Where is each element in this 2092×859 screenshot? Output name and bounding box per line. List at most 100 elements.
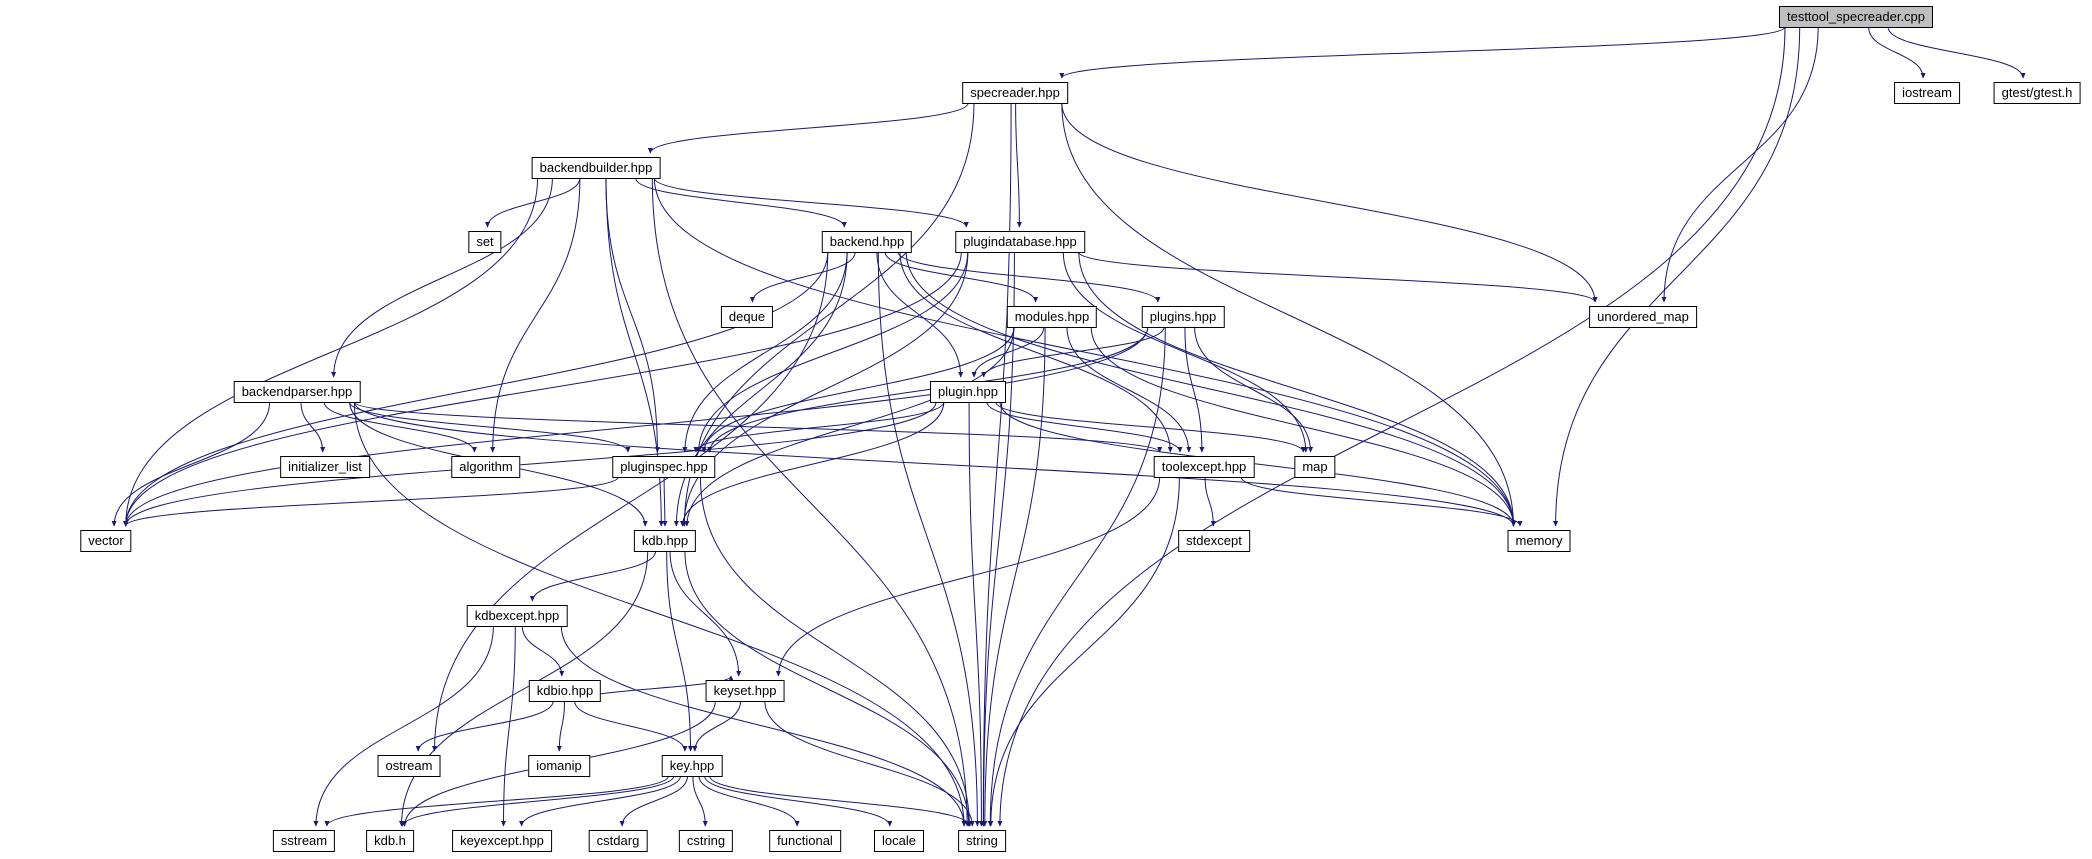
graph-node-cstring: cstring <box>678 830 734 852</box>
edge-plugin_hpp-to-string <box>968 401 984 827</box>
edge-plugin_hpp-to-kdb_hpp <box>679 401 945 527</box>
graph-node-iomanip: iomanip <box>528 755 590 777</box>
edge-plugins_hpp-to-pluginspec_hpp <box>707 326 1149 453</box>
graph-node-algorithm: algorithm <box>451 456 521 478</box>
graph-node-deque: deque <box>720 306 774 328</box>
graph-node-kdbio_hpp[interactable]: kdbio.hpp <box>528 680 602 702</box>
edge-backendbuilder_hpp-to-plugindatabase_hpp <box>653 177 969 228</box>
edge-key_hpp-to-keyexcept_hpp <box>519 775 681 827</box>
edge-plugins_hpp-to-string <box>987 326 1166 827</box>
graph-node-backend_hpp[interactable]: backend.hpp <box>821 231 913 253</box>
edge-testtool_specreader_cpp-to-gtest_gtest_h <box>1887 26 2026 79</box>
edge-plugin_hpp-to-vector <box>123 401 937 527</box>
edge-modules_hpp-to-plugin_hpp <box>971 326 1045 378</box>
edge-testtool_specreader_cpp-to-string <box>997 26 1786 827</box>
edge-specreader_hpp-to-string <box>980 102 1012 827</box>
graph-node-string: string <box>958 830 1006 852</box>
graph-node-specreader_hpp[interactable]: specreader.hpp <box>962 82 1068 104</box>
edge-specreader_hpp-to-plugindatabase_hpp <box>1015 102 1022 228</box>
edge-backendparser_hpp-to-algorithm <box>323 401 477 453</box>
edge-plugindatabase_hpp-to-memory <box>1078 251 1517 527</box>
graph-node-kdb_h[interactable]: kdb.h <box>366 830 414 852</box>
graph-node-keyexcept_hpp[interactable]: keyexcept.hpp <box>452 830 552 852</box>
edge-backend_hpp-to-modules_hpp <box>884 251 1039 303</box>
edge-backendbuilder_hpp-to-vector <box>123 177 539 527</box>
edge-plugins_hpp-to-vector <box>123 326 1149 527</box>
graph-node-toolexcept_hpp[interactable]: toolexcept.hpp <box>1153 456 1255 478</box>
edge-backend_hpp-to-string <box>877 251 980 827</box>
edge-kdb_hpp-to-key_hpp <box>666 550 694 752</box>
graph-node-kdb_hpp[interactable]: kdb.hpp <box>633 530 697 552</box>
edge-backendparser_hpp-to-pluginspec_hpp <box>349 401 631 453</box>
edge-specreader_hpp-to-backendbuilder_hpp <box>647 102 969 154</box>
edge-plugindatabase_hpp-to-map <box>1062 251 1309 453</box>
edge-key_hpp-to-kdb_h <box>400 775 675 827</box>
edge-plugin_hpp-to-pluginspec_hpp <box>693 401 945 453</box>
edge-testtool_specreader_cpp-to-specreader_hpp <box>1059 26 1786 79</box>
edge-key_hpp-to-sstream <box>324 775 669 827</box>
edge-backend_hpp-to-vector <box>123 251 829 527</box>
graph-node-pluginspec_hpp[interactable]: pluginspec.hpp <box>612 456 716 478</box>
edge-plugin_hpp-to-toolexcept_hpp <box>986 401 1183 453</box>
edge-kdbio_hpp-to-iomanip <box>556 700 565 752</box>
graph-node-memory: memory <box>1507 530 1571 552</box>
graph-node-kdbexcept_hpp[interactable]: kdbexcept.hpp <box>466 605 568 627</box>
graph-node-iostream: iostream <box>1894 82 1960 104</box>
edge-backendparser_hpp-to-vector <box>111 401 271 527</box>
graph-node-plugin_hpp[interactable]: plugin.hpp <box>930 381 1006 403</box>
edge-kdbexcept_hpp-to-string <box>560 625 967 827</box>
edge-plugins_hpp-to-map <box>1194 326 1314 453</box>
graph-node-modules_hpp[interactable]: modules.hpp <box>1006 306 1098 328</box>
edge-backend_hpp-to-plugins_hpp <box>897 251 1161 303</box>
edge-pluginspec_hpp-to-vector <box>123 476 619 527</box>
edge-plugindatabase_hpp-to-string <box>980 251 1015 827</box>
edge-backendbuilder_hpp-to-string <box>651 177 970 827</box>
edge-key_hpp-to-cstdarg <box>619 775 688 827</box>
edge-kdbexcept_hpp-to-kdbio_hpp <box>521 625 565 677</box>
graph-node-backendparser_hpp[interactable]: backendparser.hpp <box>233 381 361 403</box>
graph-node-stdexcept: stdexcept <box>1178 530 1250 552</box>
graph-node-plugindatabase_hpp[interactable]: plugindatabase.hpp <box>955 231 1085 253</box>
graph-node-map: map <box>1294 456 1336 478</box>
graph-node-testtool_specreader_cpp: testtool_specreader.cpp <box>1778 6 1934 28</box>
edge-backend_hpp-to-deque <box>749 251 856 303</box>
edge-kdb_hpp-to-kdbexcept_hpp <box>529 550 657 602</box>
edge-backend_hpp-to-memory <box>905 251 1517 527</box>
edge-kdbio_hpp-to-ostream <box>415 700 554 752</box>
edge-kdb_hpp-to-kdb_h <box>398 550 649 827</box>
edge-backend_hpp-to-pluginspec_hpp <box>682 251 848 453</box>
edge-backend_hpp-to-kdb_hpp <box>673 251 848 527</box>
edge-keyset_hpp-to-key_hpp <box>692 700 742 752</box>
edge-toolexcept_hpp-to-stdexcept <box>1204 476 1216 527</box>
graph-node-locale: locale <box>874 830 924 852</box>
edge-plugindatabase_hpp-to-vector <box>123 251 962 527</box>
edge-modules_hpp-to-pluginspec_hpp <box>701 326 1015 453</box>
graph-node-initializer_list: initializer_list <box>280 456 370 478</box>
graph-node-plugins_hpp[interactable]: plugins.hpp <box>1141 306 1225 328</box>
edge-key_hpp-to-string <box>709 775 973 827</box>
graph-node-unordered_map: unordered_map <box>1589 306 1697 328</box>
edge-plugindatabase_hpp-to-pluginspec_hpp <box>696 251 969 453</box>
edge-pluginspec_hpp-to-kdb_hpp <box>662 476 668 527</box>
edge-key_hpp-to-cstring <box>692 775 708 827</box>
edge-keyset_hpp-to-string <box>764 700 975 827</box>
edge-backendparser_hpp-to-initializer_list <box>300 401 326 453</box>
graph-node-vector: vector <box>80 530 132 552</box>
graph-node-sstream: sstream <box>272 830 336 852</box>
edge-key_hpp-to-locale <box>704 775 893 827</box>
edge-backendbuilder_hpp-to-pluginspec_hpp <box>605 177 660 453</box>
edge-backendbuilder_hpp-to-set <box>484 177 581 228</box>
edge-plugin_hpp-to-memory <box>999 401 1517 527</box>
graph-node-keyset_hpp[interactable]: keyset.hpp <box>705 680 785 702</box>
graph-node-backendbuilder_hpp[interactable]: backendbuilder.hpp <box>531 157 661 179</box>
edge-backend_hpp-to-ostream <box>431 251 829 752</box>
edge-plugindatabase_hpp-to-unordered_map <box>1078 251 1598 303</box>
graph-node-key_hpp[interactable]: key.hpp <box>661 755 723 777</box>
edge-plugins_hpp-to-toolexcept_hpp <box>1184 326 1205 453</box>
edge-backendbuilder_hpp-to-backend_hpp <box>635 177 847 228</box>
edge-backendparser_hpp-to-memory <box>353 401 1517 527</box>
edge-kdb_hpp-to-keyset_hpp <box>669 550 742 677</box>
graph-node-gtest_gtest_h: gtest/gtest.h <box>1993 82 2081 104</box>
